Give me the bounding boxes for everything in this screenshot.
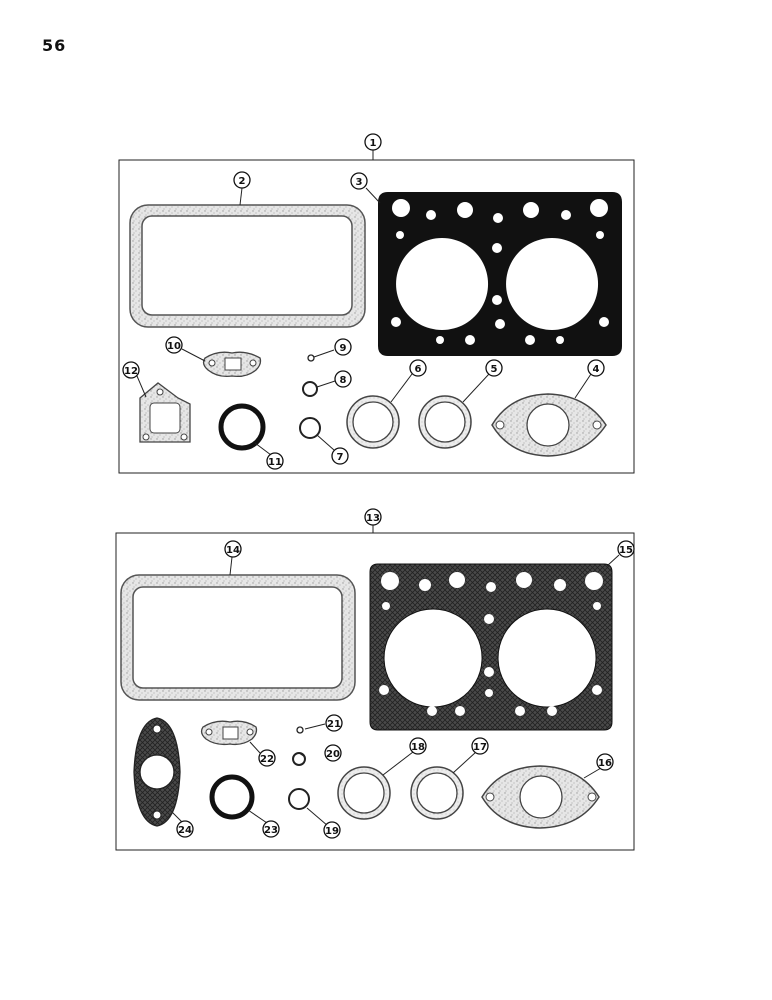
part-11-o-ring bbox=[218, 403, 266, 451]
svg-text:21: 21 bbox=[327, 719, 341, 730]
callout-8: 8 bbox=[334, 370, 352, 388]
page-number: 56 bbox=[42, 36, 67, 55]
svg-text:13: 13 bbox=[366, 513, 380, 524]
svg-text:22: 22 bbox=[260, 754, 274, 765]
part-19-o-ring bbox=[288, 788, 310, 810]
callout-3: 3 bbox=[350, 172, 368, 190]
svg-text:11: 11 bbox=[268, 457, 282, 468]
part-7-o-ring bbox=[299, 417, 321, 439]
callout-7: 7 bbox=[331, 447, 349, 465]
part-8-o-ring bbox=[302, 381, 318, 397]
callout-4: 4 bbox=[587, 359, 605, 377]
callout-11: 11 bbox=[266, 452, 284, 470]
part-5-seal-ring bbox=[418, 395, 472, 449]
part-23-o-ring bbox=[209, 774, 255, 820]
callout-23: 23 bbox=[262, 820, 280, 838]
svg-text:15: 15 bbox=[619, 545, 633, 556]
part-21-o-ring bbox=[296, 726, 304, 734]
part-9-o-ring bbox=[307, 354, 315, 362]
callout-6: 6 bbox=[409, 359, 427, 377]
part-16-flange-gasket bbox=[481, 765, 600, 829]
kit-13-frame bbox=[115, 532, 635, 851]
callout-9: 9 bbox=[334, 338, 352, 356]
callout-2: 2 bbox=[233, 171, 251, 189]
callout-17: 17 bbox=[471, 737, 489, 755]
svg-text:5: 5 bbox=[491, 364, 498, 375]
svg-text:7: 7 bbox=[337, 452, 344, 463]
svg-text:10: 10 bbox=[167, 341, 181, 352]
callout-16: 16 bbox=[596, 753, 614, 771]
callout-19: 19 bbox=[323, 821, 341, 839]
svg-text:1: 1 bbox=[370, 138, 377, 149]
svg-text:20: 20 bbox=[326, 749, 340, 760]
callout-5: 5 bbox=[485, 359, 503, 377]
svg-text:23: 23 bbox=[264, 825, 278, 836]
svg-text:18: 18 bbox=[411, 742, 425, 753]
part-15-head-gasket bbox=[369, 563, 613, 731]
part-22-manifold-gasket bbox=[200, 720, 258, 746]
callout-14: 14 bbox=[224, 540, 242, 558]
part-12-thermostat-gasket bbox=[139, 382, 191, 443]
svg-text:8: 8 bbox=[340, 375, 347, 386]
part-14-valve-cover-gasket bbox=[120, 574, 356, 701]
part-3-head-gasket bbox=[378, 192, 622, 356]
kit-1-frame bbox=[118, 159, 635, 474]
callout-12: 12 bbox=[122, 361, 140, 379]
callout-21: 21 bbox=[325, 714, 343, 732]
callout-1: 1 bbox=[364, 133, 382, 151]
svg-text:14: 14 bbox=[226, 545, 240, 556]
leader-lines bbox=[136, 150, 620, 827]
part-17-seal-ring bbox=[410, 766, 464, 820]
part-20-o-ring bbox=[292, 752, 306, 766]
callout-10: 10 bbox=[165, 336, 183, 354]
svg-text:16: 16 bbox=[598, 758, 612, 769]
part-4-flange-gasket bbox=[491, 393, 607, 457]
svg-text:12: 12 bbox=[124, 366, 138, 377]
part-6-seal-ring bbox=[346, 395, 400, 449]
svg-text:24: 24 bbox=[178, 825, 192, 836]
callout-24: 24 bbox=[176, 820, 194, 838]
svg-text:9: 9 bbox=[340, 343, 347, 354]
callout-22: 22 bbox=[258, 749, 276, 767]
part-10-manifold-gasket bbox=[202, 351, 262, 378]
callout-20: 20 bbox=[324, 744, 342, 762]
svg-text:2: 2 bbox=[239, 176, 246, 187]
callout-18: 18 bbox=[409, 737, 427, 755]
svg-text:19: 19 bbox=[325, 826, 339, 837]
part-24-flange-gasket bbox=[133, 717, 181, 827]
svg-text:3: 3 bbox=[356, 177, 363, 188]
part-2-valve-cover-gasket bbox=[129, 204, 366, 328]
svg-text:4: 4 bbox=[593, 364, 600, 375]
callout-13: 13 bbox=[364, 508, 382, 526]
svg-text:6: 6 bbox=[415, 364, 422, 375]
svg-text:17: 17 bbox=[473, 742, 487, 753]
callout-15: 15 bbox=[617, 540, 635, 558]
part-18-seal-ring bbox=[337, 766, 391, 820]
